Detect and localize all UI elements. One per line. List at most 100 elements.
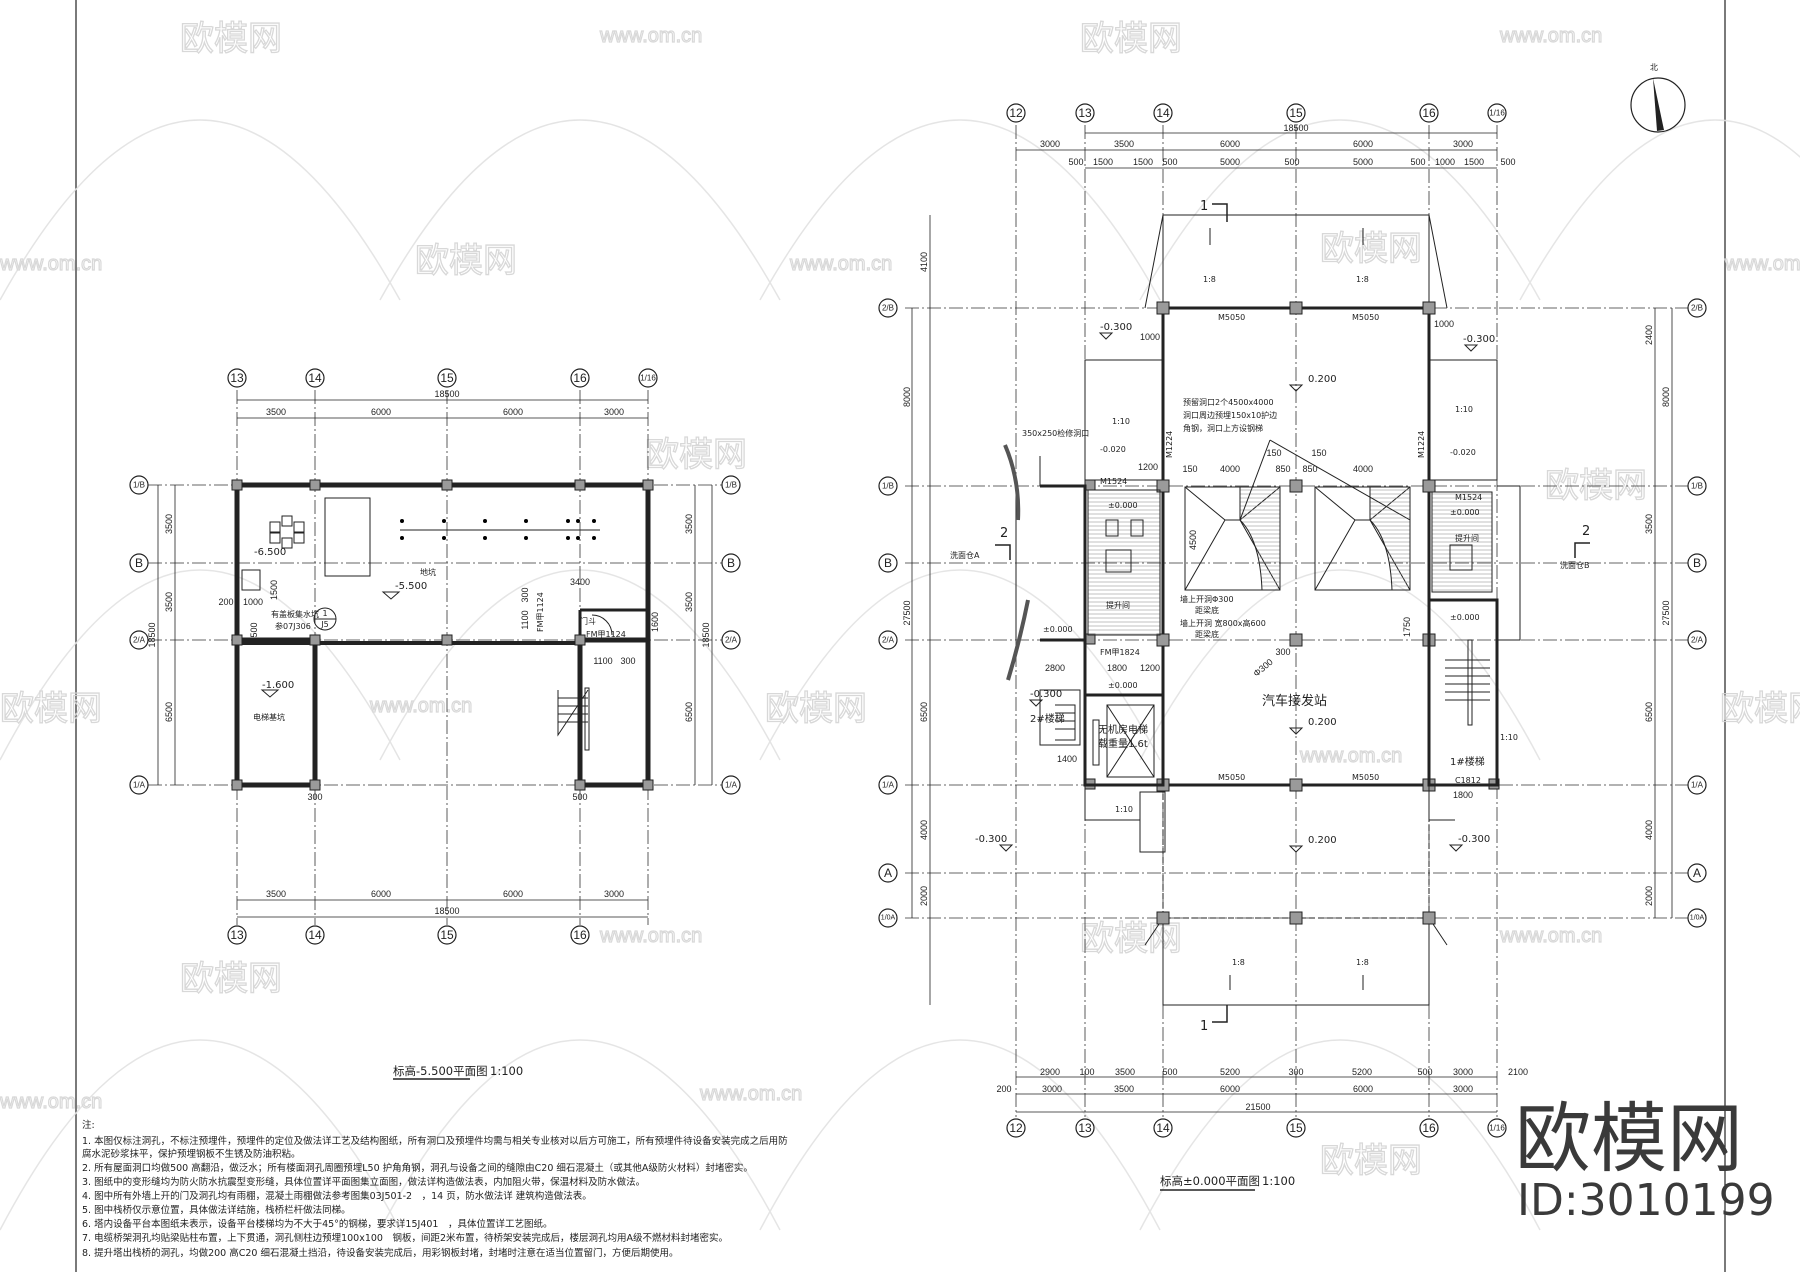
dim-text: 100 [1079, 1067, 1094, 1077]
watermark-layer: 欧模网 www.om.cn 欧模网 www.om.cn www.om.cn 欧模… [0, 18, 1800, 1231]
dim-text: 1800 [1453, 790, 1473, 800]
level-label: 0.200 [1308, 835, 1337, 846]
dim-text: 1100 [520, 610, 530, 629]
slope-label: 1:10 [1500, 733, 1518, 742]
dim-text: 27500 [1661, 600, 1671, 625]
brand-id: ID:3010199 [1517, 1175, 1775, 1226]
watermark-logo: 欧模网 [180, 19, 282, 59]
left-equipment [241, 497, 613, 751]
watermark-logo: 欧模网 [765, 689, 867, 729]
door-label: M1524 [1100, 477, 1127, 486]
note-item: 5. 图中栈桥仅示意位置，具体做法详结施，栈桥栏杆做法同梯。 [82, 1204, 351, 1216]
dim-text: 5200 [1220, 1067, 1240, 1077]
dim-text: 2100 [1508, 1067, 1528, 1077]
axis-label: 16 [1422, 106, 1436, 120]
dim-text: 3500 [684, 514, 694, 534]
dim-text: 3500 [1114, 1084, 1134, 1094]
dim-text: 1750 [1402, 617, 1412, 637]
dim-text: 27500 [902, 600, 912, 625]
dim-text: 300 [1275, 647, 1290, 657]
room-label-hall: 汽车接发站 [1262, 693, 1327, 709]
level-label: -0.300 [1463, 334, 1495, 345]
hole-note: 距梁底 [1195, 629, 1219, 639]
dim-text: Φ300 [1251, 657, 1274, 679]
dim-text: 18500 [434, 906, 459, 916]
hole-note: 距梁底 [1195, 605, 1219, 615]
dim-text: 6500 [919, 702, 929, 722]
dim-text: 4000 [919, 820, 929, 840]
axis-label: 2/A [1691, 636, 1704, 645]
door-label: FM甲1824 [1100, 648, 1140, 657]
dim-text: 500 [1068, 157, 1083, 167]
watermark-url: www.om.cn [0, 253, 102, 275]
dim-text: 3400 [570, 577, 590, 587]
dim-text: 150 [1266, 448, 1281, 458]
axis-label: 2/B [882, 304, 894, 313]
dim-text: 3500 [1115, 1067, 1135, 1077]
brand-logo: 欧模网 [1515, 1094, 1743, 1183]
level-label: -0.300 [1030, 689, 1062, 700]
watermark-logo: 欧模网 [1080, 919, 1182, 959]
dim-text: 500 [1500, 157, 1515, 167]
left-columns [231, 479, 654, 791]
hatch-note: 350x250检修洞口 [1022, 428, 1089, 438]
label-door: FM甲1124 [536, 592, 545, 632]
dim-text: 8000 [1661, 387, 1671, 407]
dim-text: 4000 [1220, 464, 1240, 474]
axis-label: 14 [308, 928, 322, 942]
watermark-logo: 欧模网 [1320, 229, 1422, 269]
door-label: M1524 [1455, 493, 1482, 502]
axis-label: 16 [573, 928, 587, 942]
axis-label: 12 [1009, 1121, 1023, 1135]
room-label: 洗面仓B [1560, 560, 1590, 570]
dim-text: 3500 [164, 592, 174, 612]
plan-scale: 1:100 [490, 1064, 523, 1078]
dim-text: 1600 [650, 612, 660, 632]
right-annex [1427, 359, 1521, 821]
opening-note: 洞口周边预埋150x10护边 [1183, 410, 1277, 420]
door-label: M1224 [1417, 431, 1426, 458]
right-axis-bubbles-sides: 2/B 1/B B 2/A 1/A A 1/0A 2/B 1/B B 2/A 1… [878, 298, 1707, 928]
label-vestibule: 门斗 [580, 616, 596, 626]
level-label: -0.020 [1100, 445, 1126, 454]
dim-text: 6000 [1220, 139, 1240, 149]
right-dimensions-sides: 4100 8000 27500 6500 4000 2000 2400 8000… [902, 215, 1673, 1005]
axis-label: 16 [573, 371, 587, 385]
axis-label: 15 [440, 371, 454, 385]
note-item: 8. 提升塔出栈桥的洞孔，均做200 高C20 细石混凝土挡沿，待设备安装完成后… [82, 1247, 678, 1259]
dim-text: 3500 [1644, 514, 1654, 534]
axis-label: 1/0A [881, 915, 896, 922]
watermark-url: www.om.cn [699, 1083, 802, 1105]
slope-label: 1:10 [1115, 805, 1133, 814]
dim-text: 3000 [1453, 1067, 1473, 1077]
dim-text: 18500 [434, 389, 459, 399]
axis-label: 12 [1009, 106, 1023, 120]
watermark-url: www.om.cn [1499, 925, 1602, 947]
note-item: 腐水泥砂浆抹平，保护预埋钢板不生锈及防油积粘。 [82, 1148, 301, 1160]
dim-text: 1100 [593, 656, 612, 666]
notes-heading: 注: [82, 1119, 95, 1131]
left-plan-title: 标高-5.500平面图 1:100 [393, 1064, 523, 1080]
dim-text: 3500 [266, 407, 286, 417]
dim-text: 5000 [1220, 157, 1240, 167]
level-label: ±0.000 [1450, 613, 1480, 622]
dim-text: 500 [1410, 157, 1425, 167]
north-label: 北 [1650, 63, 1658, 72]
axis-label: 13 [1078, 1121, 1092, 1135]
level-label: ±0.000 [1043, 625, 1073, 634]
dim-text: 8000 [902, 387, 912, 407]
watermark-logo: 欧模网 [1720, 689, 1800, 729]
watermark-logo: 欧模网 [415, 241, 517, 281]
axis-label: A [884, 866, 892, 880]
dim-text: 6000 [371, 889, 391, 899]
dim-text: 500 [1284, 157, 1299, 167]
axis-label: 1/A [725, 781, 738, 790]
axis-label: 14 [308, 371, 322, 385]
dim-text: 2900 [1040, 1067, 1060, 1077]
right-plan: 12 13 14 15 16 1/16 12 13 14 15 16 1/16 … [878, 103, 1707, 1191]
dim-text: 4000 [1644, 820, 1654, 840]
dim-text: 1500 [1464, 157, 1484, 167]
note-item: 7. 电缆桥架洞孔均贴梁贴柱布置，上下贯通，洞孔侧柱边预埋100x100 钢板，… [82, 1232, 728, 1244]
opening-note: 预留洞口2个4500x4000 [1183, 397, 1274, 407]
